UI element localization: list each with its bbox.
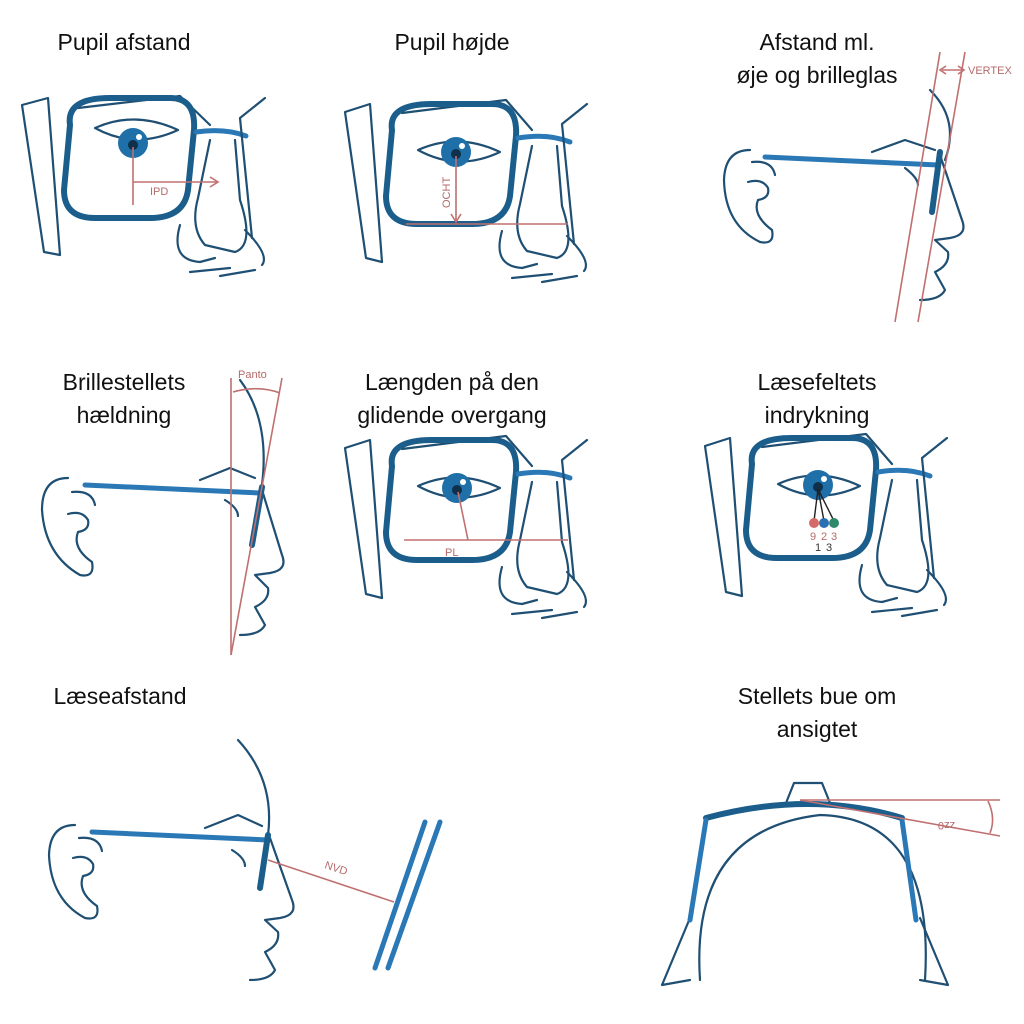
title-vertex-distance: Afstand ml. øje og brilleglas [736,29,898,88]
ipd-label: IPD [150,186,168,198]
inset-label-3b: 3 [826,542,832,554]
title-pupil-height: Pupil højde [394,29,510,55]
inset-label-3: 3 [831,531,837,543]
frame-tilt-illustration: Panto [40,369,285,656]
title-frame-tilt: Brillestellets hældning [62,369,186,428]
inset-label-9: 9 [810,531,816,543]
inset-dot-red [809,518,819,528]
vertex-label: VERTEX [968,65,1012,77]
title-inset: Læsefeltets indrykning [757,369,877,428]
pl-label: PL [445,547,458,559]
title-pupil-distance: Pupil afstand [57,29,191,55]
inset-label-2: 2 [821,531,827,543]
zz-label: zz0 [938,819,955,831]
vertex-distance-illustration: VERTEX [722,51,1012,323]
progression-length-illustration: PL [343,434,589,620]
pupil-distance-illustration: IPD [20,94,267,278]
inset-dot-blue [819,518,829,528]
title-progression-length: Længden på den glidende overgang [357,369,547,428]
wrap-angle-illustration: zz0 [660,781,1001,987]
inset-label-1: 1 [815,542,821,554]
inset-dot-green [829,518,839,528]
ocht-label: OCHT [441,177,453,208]
inset-illustration: 9 2 3 1 3 [703,432,949,618]
nvd-label: NVD [323,859,349,878]
title-wrap-angle: Stellets bue om ansigtet [737,683,897,742]
panto-label: Panto [238,369,267,381]
pupil-height-illustration: OCHT [343,98,589,284]
reading-distance-illustration: NVD [47,738,443,982]
title-reading-distance: Læseafstand [53,683,187,709]
